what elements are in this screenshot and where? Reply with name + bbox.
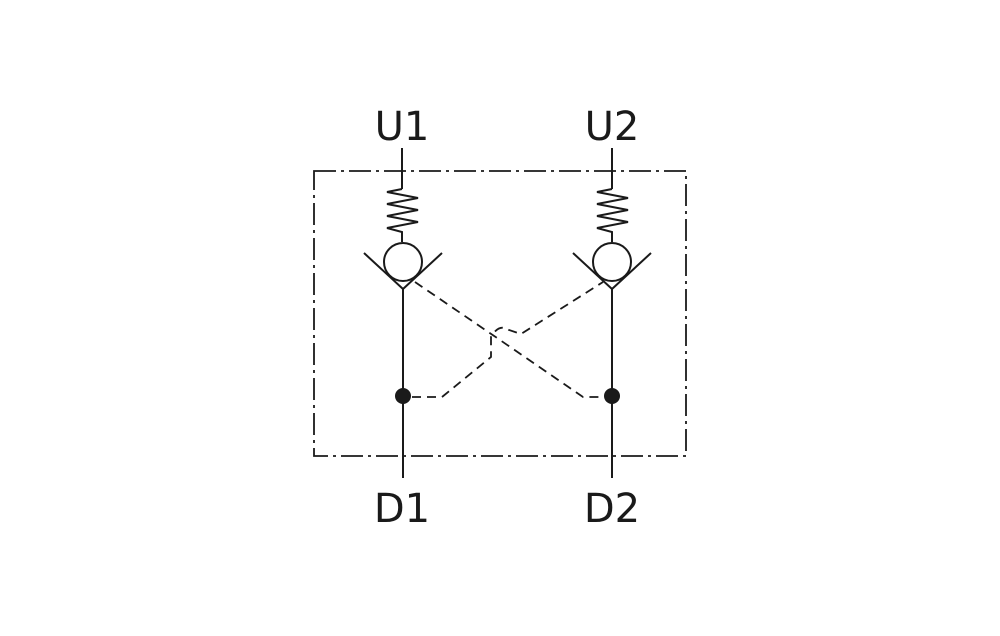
valve-enclosure-boundary	[313, 170, 687, 457]
right-junction-dot	[604, 388, 620, 404]
port-label-u1: U1	[375, 104, 430, 150]
port-label-d2: D2	[584, 486, 640, 532]
left-junction-dot	[395, 388, 411, 404]
right-valve-seat	[572, 252, 652, 291]
pilot-line-left-to-right	[414, 281, 603, 398]
left-valve-seat	[363, 252, 443, 291]
port-label-d1: D1	[374, 486, 430, 532]
left-check-valve-channel	[363, 148, 443, 478]
right-spring	[596, 188, 629, 242]
port-label-u2: U2	[585, 104, 640, 150]
left-spring	[386, 188, 419, 242]
left-check-ball	[383, 242, 423, 282]
pilot-line-right-to-left	[412, 281, 604, 398]
right-check-valve-channel	[572, 148, 652, 478]
right-check-ball	[592, 242, 632, 282]
